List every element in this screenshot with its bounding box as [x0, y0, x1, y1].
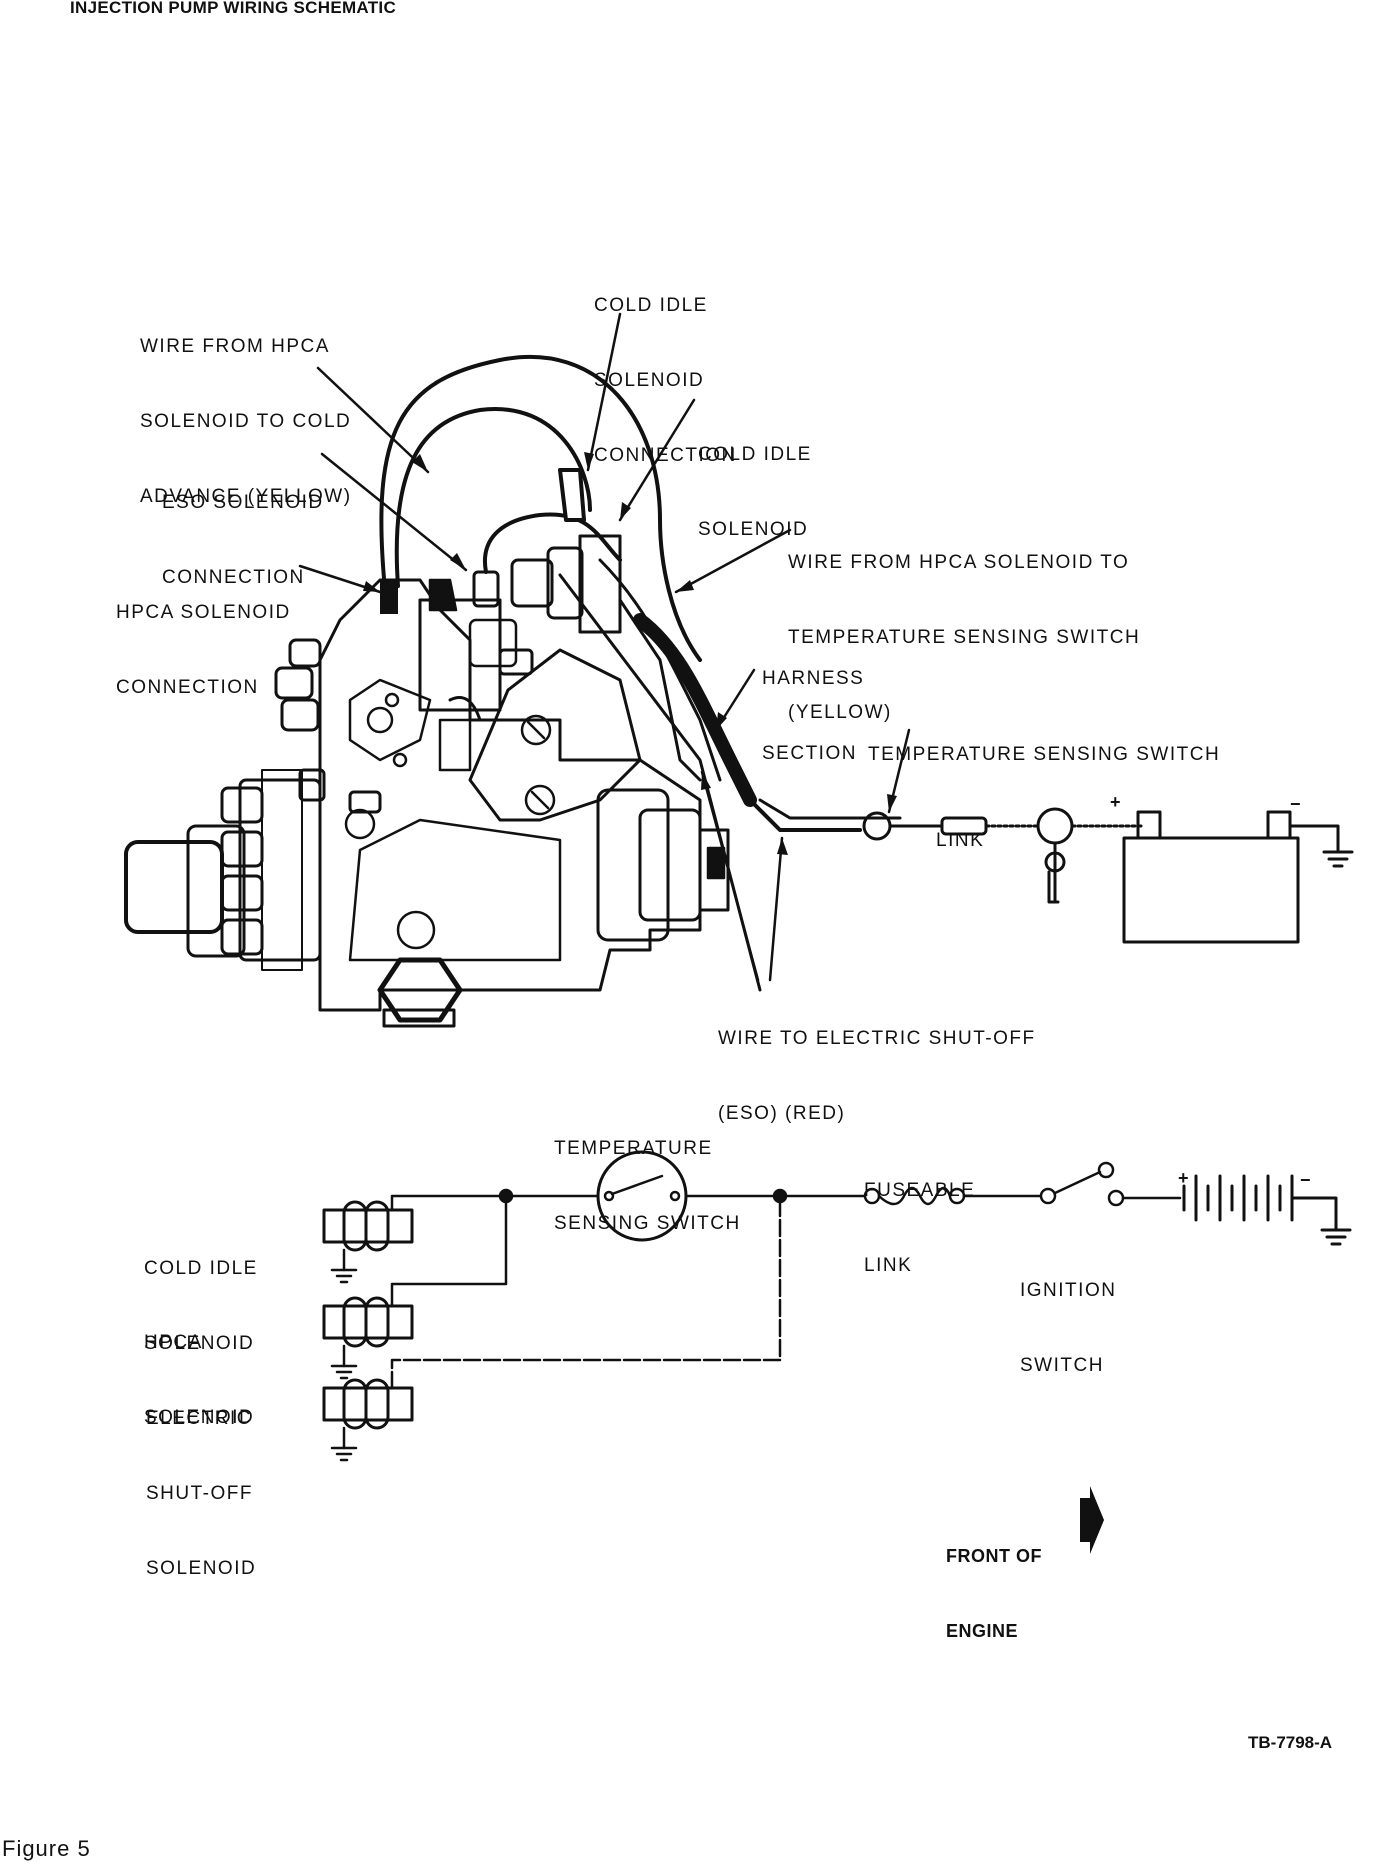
- hpca-solenoid-symbol: [322, 1296, 414, 1380]
- label-wire-hpca-cold-advance: WIRE FROM HPCA SOLENOID TO COLD ADVANCE …: [140, 336, 352, 507]
- label-temp-switch-schematic: TEMPERATURE SENSING SWITCH: [554, 1138, 741, 1234]
- arrowheads: [363, 452, 897, 855]
- label-wire-hpca-temp-switch: WIRE FROM HPCA SOLENOID TO TEMPERATURE S…: [788, 552, 1141, 723]
- label-eso-schematic: ELECTRIC SHUT-OFF SOLENOID: [146, 1408, 257, 1579]
- label-harness-section: HARNESS SECTION: [762, 668, 865, 764]
- cold-idle-solenoid-symbol: [322, 1200, 414, 1284]
- leader-lines: [298, 312, 911, 982]
- battery-plus-sign: +: [1110, 792, 1122, 812]
- battery-minus-sign: −: [1290, 794, 1302, 814]
- label-fuseable-link: FUSEABLE LINK: [864, 1180, 976, 1276]
- label-cold-idle-solenoid: COLD IDLE SOLENOID: [698, 444, 812, 540]
- label-front-of-engine: FRONT OF ENGINE: [946, 1546, 1042, 1641]
- front-arrow-icon: [1080, 1486, 1104, 1554]
- label-hpca-schematic: HPCA SOLENOID: [144, 1332, 255, 1428]
- label-ignition-switch: IGNITION SWITCH: [1020, 1280, 1117, 1376]
- page-title: INJECTION PUMP WIRING SCHEMATIC: [70, 0, 397, 17]
- eso-solenoid-symbol: [322, 1378, 414, 1462]
- label-link: LINK: [936, 830, 985, 851]
- schematic-minus-sign: −: [1300, 1170, 1312, 1190]
- harness-wires: [379, 354, 1354, 992]
- reference-code: TB-7798-A: [1248, 1733, 1333, 1752]
- label-hpca-connection: HPCA SOLENOID CONNECTION: [116, 602, 291, 698]
- label-temp-switch-pictorial: TEMPERATURE SENSING SWITCH: [868, 744, 1221, 765]
- circuit-schematic: [322, 1150, 1352, 1462]
- battery-symbol: [1182, 1174, 1352, 1246]
- label-wire-eso: WIRE TO ELECTRIC SHUT-OFF (ESO) (RED): [718, 1028, 1036, 1124]
- figure-label: Figure 5: [2, 1836, 91, 1861]
- schematic-plus-sign: +: [1178, 1168, 1190, 1188]
- label-cold-idle-schematic: COLD IDLE SOLENOID: [144, 1258, 258, 1354]
- label-eso-connection: ESO SOLENOID CONNECTION: [162, 492, 324, 588]
- label-cold-idle-connection: COLD IDLE SOLENOID CONNECTION: [594, 295, 737, 466]
